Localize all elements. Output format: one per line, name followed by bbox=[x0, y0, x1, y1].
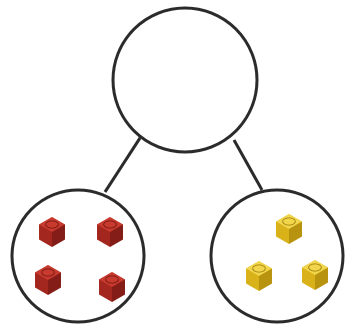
right-part-circle bbox=[211, 190, 343, 322]
connector-left bbox=[105, 138, 140, 192]
whole-circle bbox=[113, 8, 257, 152]
connector-right bbox=[234, 140, 262, 190]
left-part-circle bbox=[12, 190, 144, 322]
